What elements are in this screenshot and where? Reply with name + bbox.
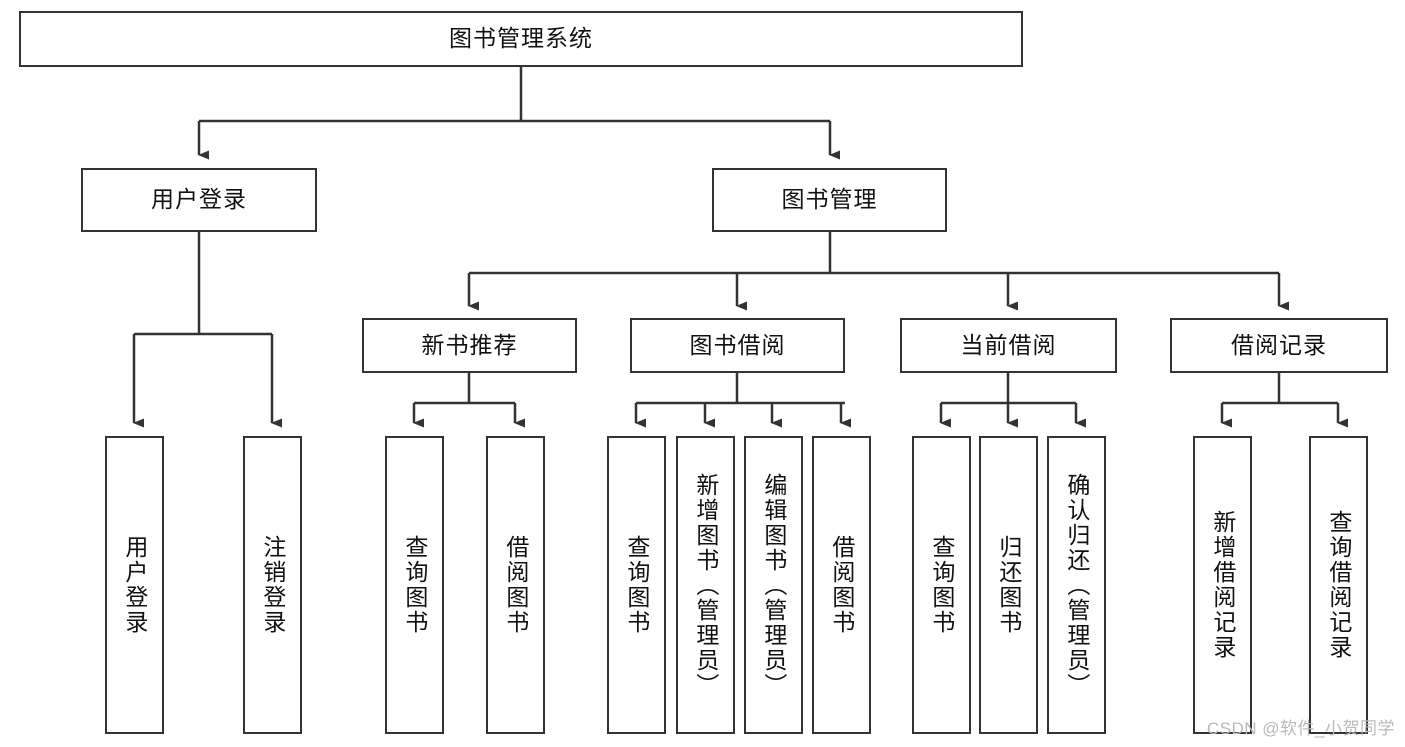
node-label: 当前借阅	[960, 331, 1057, 358]
node-leaf-add-borrow-record[interactable]: 新增借阅记录	[1193, 436, 1252, 734]
node-leaf-query-book-recommend[interactable]: 查询图书	[385, 436, 444, 734]
node-leaf-return-book[interactable]: 归还图书	[979, 436, 1038, 734]
node-leaf-query-book-borrow[interactable]: 查询图书	[607, 436, 666, 734]
node-label: 编辑图书（管理员）	[760, 472, 787, 698]
node-label: 新增借阅记录	[1209, 510, 1236, 660]
node-root-book-management-system[interactable]: 图书管理系统	[19, 11, 1023, 67]
node-leaf-borrow-book[interactable]: 借阅图书	[812, 436, 871, 734]
node-label: 查询图书	[928, 535, 955, 635]
node-label: 新书推荐	[421, 331, 518, 358]
node-label: 图书管理	[781, 186, 878, 213]
node-book-management[interactable]: 图书管理	[712, 168, 947, 232]
node-label: 借阅图书	[828, 535, 855, 635]
node-new-book-recommend[interactable]: 新书推荐	[362, 318, 577, 373]
node-leaf-query-borrow-record[interactable]: 查询借阅记录	[1309, 436, 1368, 734]
node-label: 借阅图书	[502, 535, 529, 635]
node-label: 图书借阅	[689, 331, 786, 358]
node-user-login[interactable]: 用户登录	[81, 168, 317, 232]
node-leaf-logout[interactable]: 注销登录	[243, 436, 302, 734]
node-leaf-confirm-return-admin[interactable]: 确认归还（管理员）	[1047, 436, 1106, 734]
node-leaf-user-login[interactable]: 用户登录	[105, 436, 164, 734]
node-leaf-query-book-current[interactable]: 查询图书	[912, 436, 971, 734]
node-leaf-edit-book-admin[interactable]: 编辑图书（管理员）	[744, 436, 803, 734]
node-label: 注销登录	[259, 535, 286, 635]
node-label: 图书管理系统	[449, 25, 593, 52]
node-label: 查询借阅记录	[1325, 510, 1352, 660]
node-label: 查询图书	[401, 535, 428, 635]
node-label: 归还图书	[995, 535, 1022, 635]
node-label: 借阅记录	[1231, 331, 1327, 358]
node-label: 确认归还（管理员）	[1063, 472, 1090, 698]
node-label: 用户登录	[121, 535, 148, 635]
node-label: 新增图书（管理员）	[692, 472, 719, 698]
node-label: 用户登录	[151, 186, 247, 213]
node-label: 查询图书	[623, 535, 650, 635]
watermark: CSDN @软件_小贺同学	[1206, 719, 1395, 738]
node-book-borrow[interactable]: 图书借阅	[630, 318, 845, 373]
node-current-borrow[interactable]: 当前借阅	[900, 318, 1117, 373]
node-leaf-add-book-admin[interactable]: 新增图书（管理员）	[676, 436, 735, 734]
node-leaf-borrow-book-recommend[interactable]: 借阅图书	[486, 436, 545, 734]
node-borrow-record[interactable]: 借阅记录	[1170, 318, 1388, 373]
